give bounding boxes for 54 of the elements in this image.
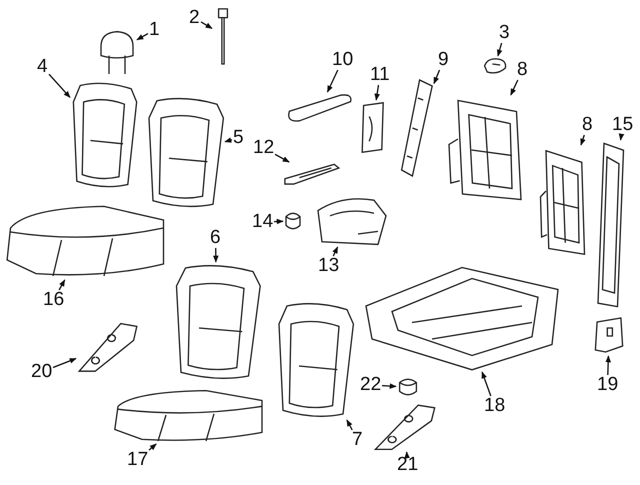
callout-number: 3 bbox=[499, 23, 510, 43]
leader-arrow bbox=[274, 154, 290, 163]
callout-number: 16 bbox=[43, 290, 64, 310]
leader-arrow bbox=[200, 21, 213, 29]
callout-number: 1 bbox=[149, 20, 160, 40]
callout-number: 8 bbox=[582, 115, 593, 135]
callout-number: 8 bbox=[517, 60, 528, 80]
callout-number: 20 bbox=[31, 362, 52, 382]
callout-number: 12 bbox=[253, 138, 274, 158]
callout-number: 5 bbox=[233, 128, 244, 148]
leader-arrow bbox=[433, 70, 440, 84]
leader-arrow bbox=[224, 137, 232, 143]
leader-arrow bbox=[382, 383, 397, 389]
callout-number: 4 bbox=[37, 57, 48, 77]
leader-arrow bbox=[618, 133, 624, 141]
leader-arrow bbox=[580, 134, 586, 146]
leader-arrow bbox=[510, 80, 518, 96]
leader-arrow bbox=[332, 246, 338, 256]
callout-number: 21 bbox=[397, 455, 418, 475]
callout-number: 22 bbox=[360, 375, 382, 395]
leader-arrow bbox=[274, 218, 284, 224]
callout-number: 7 bbox=[352, 430, 363, 450]
trim-strip-drawing bbox=[398, 78, 434, 178]
leader-arrow bbox=[58, 279, 66, 290]
callout-number: 13 bbox=[318, 256, 340, 276]
leader-arrow bbox=[213, 248, 219, 263]
knob-drawing bbox=[283, 210, 303, 232]
knob-drawing bbox=[396, 376, 420, 398]
armrest-drawing bbox=[286, 92, 354, 124]
callout-number: 6 bbox=[210, 228, 221, 248]
leader-arrow bbox=[374, 84, 380, 101]
leader-arrow bbox=[481, 371, 492, 396]
callout-number: 18 bbox=[484, 396, 506, 416]
leader-arrow bbox=[496, 42, 502, 57]
callout-number: 14 bbox=[252, 212, 274, 232]
clip-drawing bbox=[482, 56, 508, 76]
release-handle-drawing bbox=[282, 162, 340, 186]
callout-number: 10 bbox=[332, 50, 354, 70]
callout-number: 9 bbox=[438, 50, 449, 70]
callout-number: 15 bbox=[612, 115, 634, 135]
leader-arrow bbox=[52, 358, 77, 368]
side-panel-drawing bbox=[595, 140, 625, 310]
leader-arrow bbox=[48, 74, 70, 98]
leader-arrow bbox=[326, 70, 338, 93]
leader-arrow bbox=[605, 355, 611, 376]
leader-arrow bbox=[136, 33, 148, 40]
callout-number: 11 bbox=[370, 65, 390, 85]
seat-back-drawing bbox=[70, 80, 138, 190]
leader-arrow bbox=[404, 451, 410, 458]
callout-number: 2 bbox=[189, 8, 200, 28]
leader-arrow bbox=[346, 419, 353, 430]
callout-number: 17 bbox=[127, 450, 148, 470]
leader-arrow bbox=[148, 444, 157, 451]
callout-number: 19 bbox=[597, 375, 618, 395]
